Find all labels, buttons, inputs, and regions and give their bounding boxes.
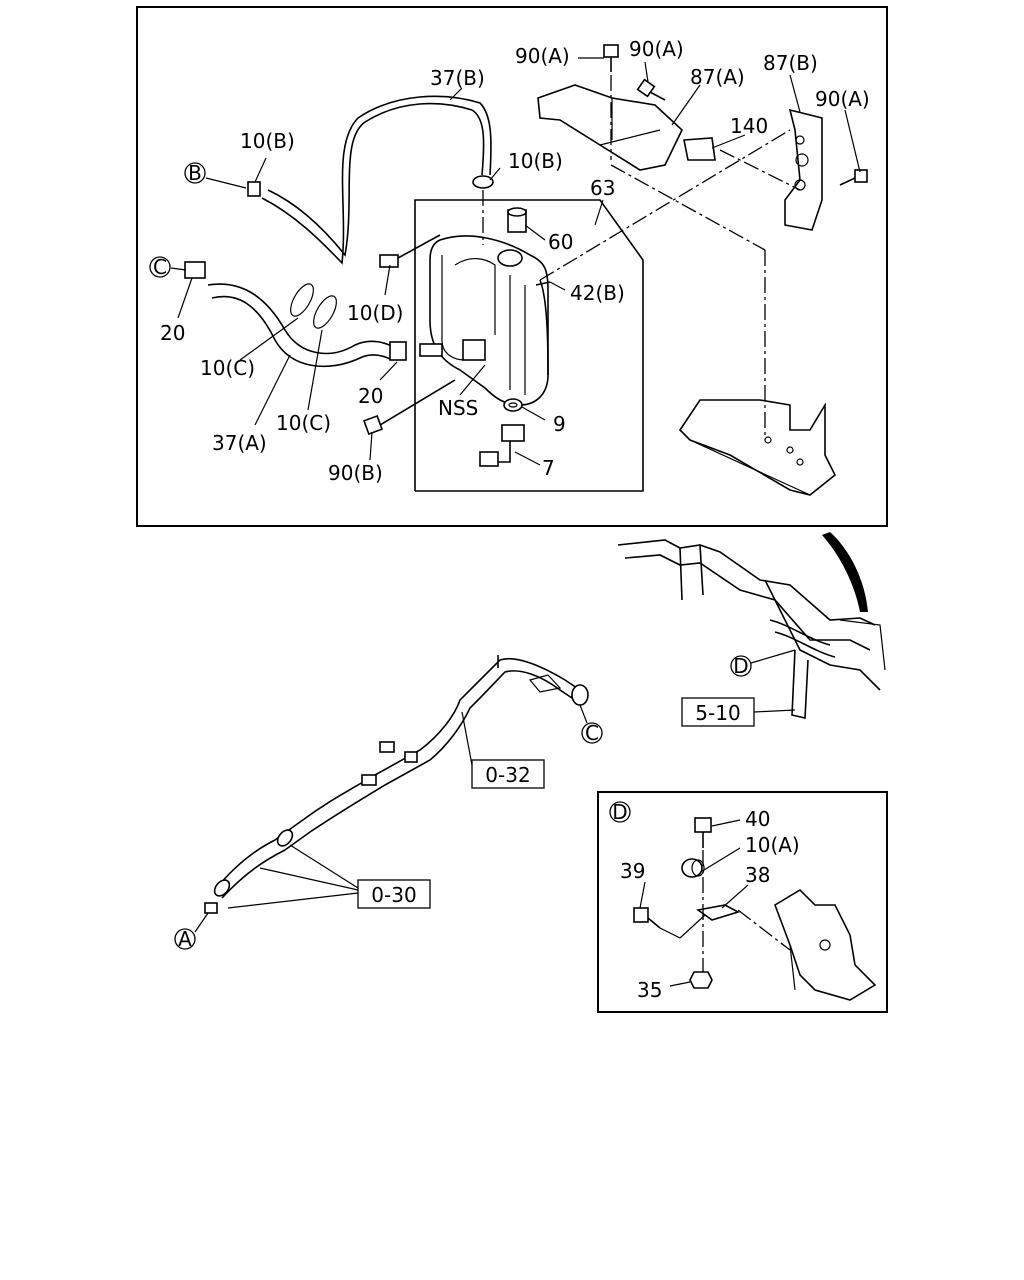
bracket-87a xyxy=(537,84,683,171)
label-10c-2: 10(C) xyxy=(276,411,331,435)
label-7: 7 xyxy=(542,456,555,480)
label-60: 60 xyxy=(548,230,573,254)
label-35: 35 xyxy=(637,978,662,1002)
bolt-90a-right xyxy=(839,169,868,186)
hose-42b xyxy=(539,279,549,376)
vehicle-frame-view xyxy=(617,532,886,719)
clamp-10c-2 xyxy=(313,295,337,329)
label-42b: 42(B) xyxy=(570,281,625,305)
reservoir-tank xyxy=(419,235,549,406)
circle-ref-c2 xyxy=(581,722,603,744)
ref-box-5-10-text: 5-10 xyxy=(695,701,740,725)
label-nss: NSS xyxy=(438,396,478,420)
clamp-20-right xyxy=(389,341,407,361)
detail-d-circle-text: D xyxy=(612,800,627,824)
bolt-90a-mid xyxy=(636,78,666,101)
nipple-10d xyxy=(379,234,441,268)
detail-d-circle xyxy=(609,801,631,823)
label-90b: 90(B) xyxy=(328,461,383,485)
label-87b: 87(B) xyxy=(763,51,818,75)
label-37b: 37(B) xyxy=(430,66,485,90)
clamp-20-left xyxy=(184,261,206,279)
label-90a-3: 90(A) xyxy=(815,87,870,111)
circle-ref-b xyxy=(184,162,206,184)
clamp-10b-left xyxy=(247,181,261,197)
bolt-90b xyxy=(363,379,456,435)
detail-d-frame xyxy=(597,791,888,1013)
label-87a: 87(A) xyxy=(690,65,745,89)
circle-ref-b-text: B xyxy=(188,161,202,185)
label-40: 40 xyxy=(745,807,770,831)
pipe-assembly xyxy=(204,655,589,914)
hose-37b xyxy=(261,95,492,265)
label-20-1: 20 xyxy=(160,321,185,345)
circle-ref-d-text: D xyxy=(733,654,748,678)
clamp-10c-1 xyxy=(290,283,314,317)
ref-box-0-32 xyxy=(471,759,545,789)
tank-subframe xyxy=(414,199,644,492)
circle-ref-a xyxy=(174,928,196,950)
circle-ref-c-text: C xyxy=(153,255,167,279)
ref-box-5-10 xyxy=(681,697,755,727)
label-38: 38 xyxy=(745,863,770,887)
label-10b-2: 10(B) xyxy=(508,149,563,173)
label-90a-2: 90(A) xyxy=(629,37,684,61)
bracket-87b xyxy=(784,108,823,231)
circle-ref-c xyxy=(149,256,171,278)
leader-lines xyxy=(170,57,861,466)
circle-ref-a-text: A xyxy=(178,927,192,951)
frame-rail xyxy=(678,399,837,496)
label-20-2: 20 xyxy=(358,384,383,408)
washer-9 xyxy=(503,398,523,412)
direction-arrow xyxy=(822,532,868,612)
sensor-7 xyxy=(479,424,525,467)
label-39: 39 xyxy=(620,859,645,883)
clamp-10b-right xyxy=(472,175,494,189)
bolt-90a-top xyxy=(603,44,619,72)
label-90a-1: 90(A) xyxy=(515,44,570,68)
label-140: 140 xyxy=(730,114,768,138)
label-10b-1: 10(B) xyxy=(240,129,295,153)
label-37a: 37(A) xyxy=(212,431,267,455)
label-9: 9 xyxy=(553,412,566,436)
cap-60 xyxy=(507,207,527,233)
dashline-4 xyxy=(719,149,801,191)
ref-box-0-30 xyxy=(357,879,431,909)
label-10a: 10(A) xyxy=(745,833,800,857)
dashline-2 xyxy=(610,164,766,251)
ref-box-0-32-text: 0-32 xyxy=(485,763,530,787)
label-63: 63 xyxy=(590,176,615,200)
label-10c-1: 10(C) xyxy=(200,356,255,380)
hose-37a xyxy=(207,283,396,368)
label-10d: 10(D) xyxy=(347,301,403,325)
ref-box-0-30-text: 0-30 xyxy=(371,883,416,907)
main-frame xyxy=(136,6,888,527)
dashline-5 xyxy=(539,129,791,281)
circle-ref-d xyxy=(730,655,752,677)
detail-parts xyxy=(633,817,877,1001)
circle-ref-c2-text: C xyxy=(585,721,599,745)
plate-140 xyxy=(683,137,716,161)
